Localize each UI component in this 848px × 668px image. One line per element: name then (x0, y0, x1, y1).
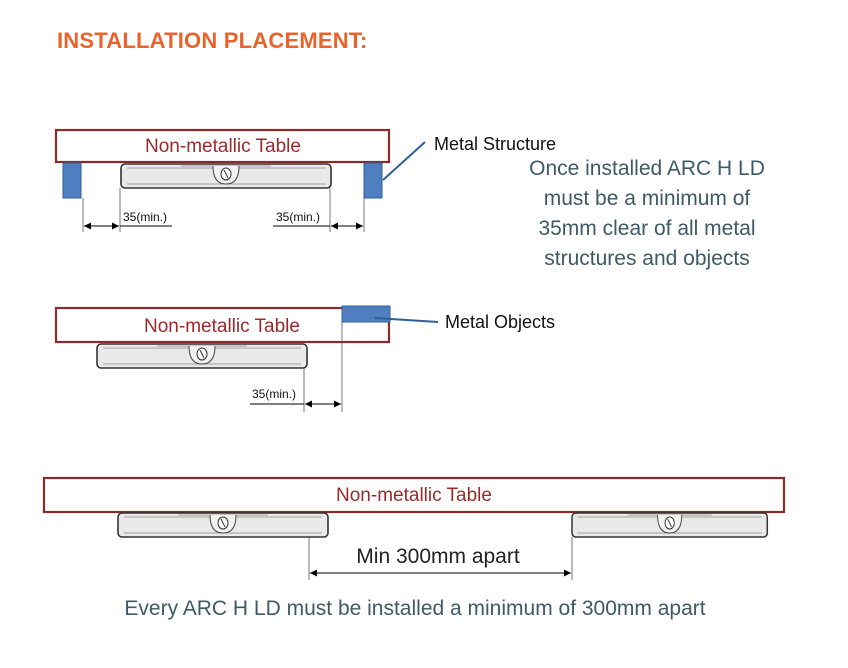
metal-object (341, 305, 391, 323)
table-2 (54, 306, 391, 344)
clearance-note: Once installed ARC H LD must be a minimu… (529, 157, 765, 270)
metal-structure-leader (382, 141, 426, 181)
device-3a (117, 512, 329, 538)
diagram-metal-structure: Non-metallic Table Metal Structure 35(mi… (54, 128, 556, 232)
table-2-label: Non-metallic Table (144, 316, 300, 337)
spacing-note: Every ARC H LD must be installed a minim… (124, 597, 706, 620)
diagram-metal-objects: Non-metallic Table Metal Objects 35(min.… (54, 305, 555, 412)
metal-structure-left (62, 162, 82, 199)
clearance-label-left: 35(min.) (123, 210, 167, 224)
page-title: INSTALLATION PLACEMENT: (57, 28, 368, 53)
metal-structure-label: Metal Structure (434, 134, 556, 154)
clearance-label-right: 35(min.) (276, 210, 320, 224)
table-3 (42, 476, 786, 514)
table-3-label: Non-metallic Table (336, 485, 492, 506)
clearance-label-object: 35(min.) (252, 387, 296, 401)
table-1 (54, 128, 391, 164)
device-2 (96, 343, 308, 369)
device-1 (120, 163, 332, 189)
metal-objects-label: Metal Objects (445, 312, 555, 332)
spacing-label: Min 300mm apart (356, 545, 520, 568)
table-1-label: Non-metallic Table (145, 136, 301, 157)
metal-objects-leader (374, 317, 439, 323)
device-3b (571, 512, 769, 538)
metal-structure-right (363, 162, 383, 199)
diagram-spacing: Non-metallic Table Min 300mm apart (42, 476, 786, 580)
